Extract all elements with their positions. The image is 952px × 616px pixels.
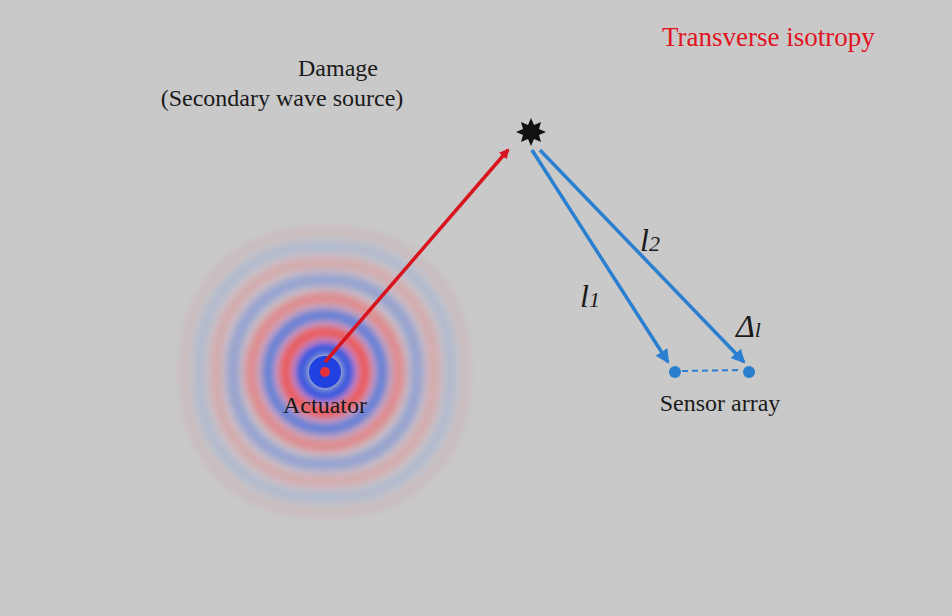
arrow-connector — [325, 150, 508, 362]
node-text: Damage — [298, 55, 378, 83]
actuator-dot — [320, 367, 330, 377]
delta-dash — [682, 370, 742, 371]
node-text: Actuator — [283, 392, 367, 420]
wave-rings — [185, 232, 465, 512]
damage-node: Damage(Secondary wave source) — [130, 55, 550, 150]
arrow-connector — [532, 150, 668, 362]
node-text: (Secondary wave source) — [161, 85, 404, 113]
title-note: Transverse isotropy — [662, 22, 875, 53]
damage-star — [516, 118, 546, 146]
edge-label: l2 — [640, 222, 660, 259]
arrow-connector — [540, 150, 744, 362]
sensor-dot — [743, 366, 755, 378]
edge-label: l1 — [580, 278, 600, 315]
sensor-dot — [669, 366, 681, 378]
actuator-node: Actuator — [260, 362, 390, 426]
sensor-node: Sensor array — [640, 362, 800, 426]
delta-label: Δl — [736, 308, 761, 345]
node-text: Sensor array — [660, 390, 781, 418]
